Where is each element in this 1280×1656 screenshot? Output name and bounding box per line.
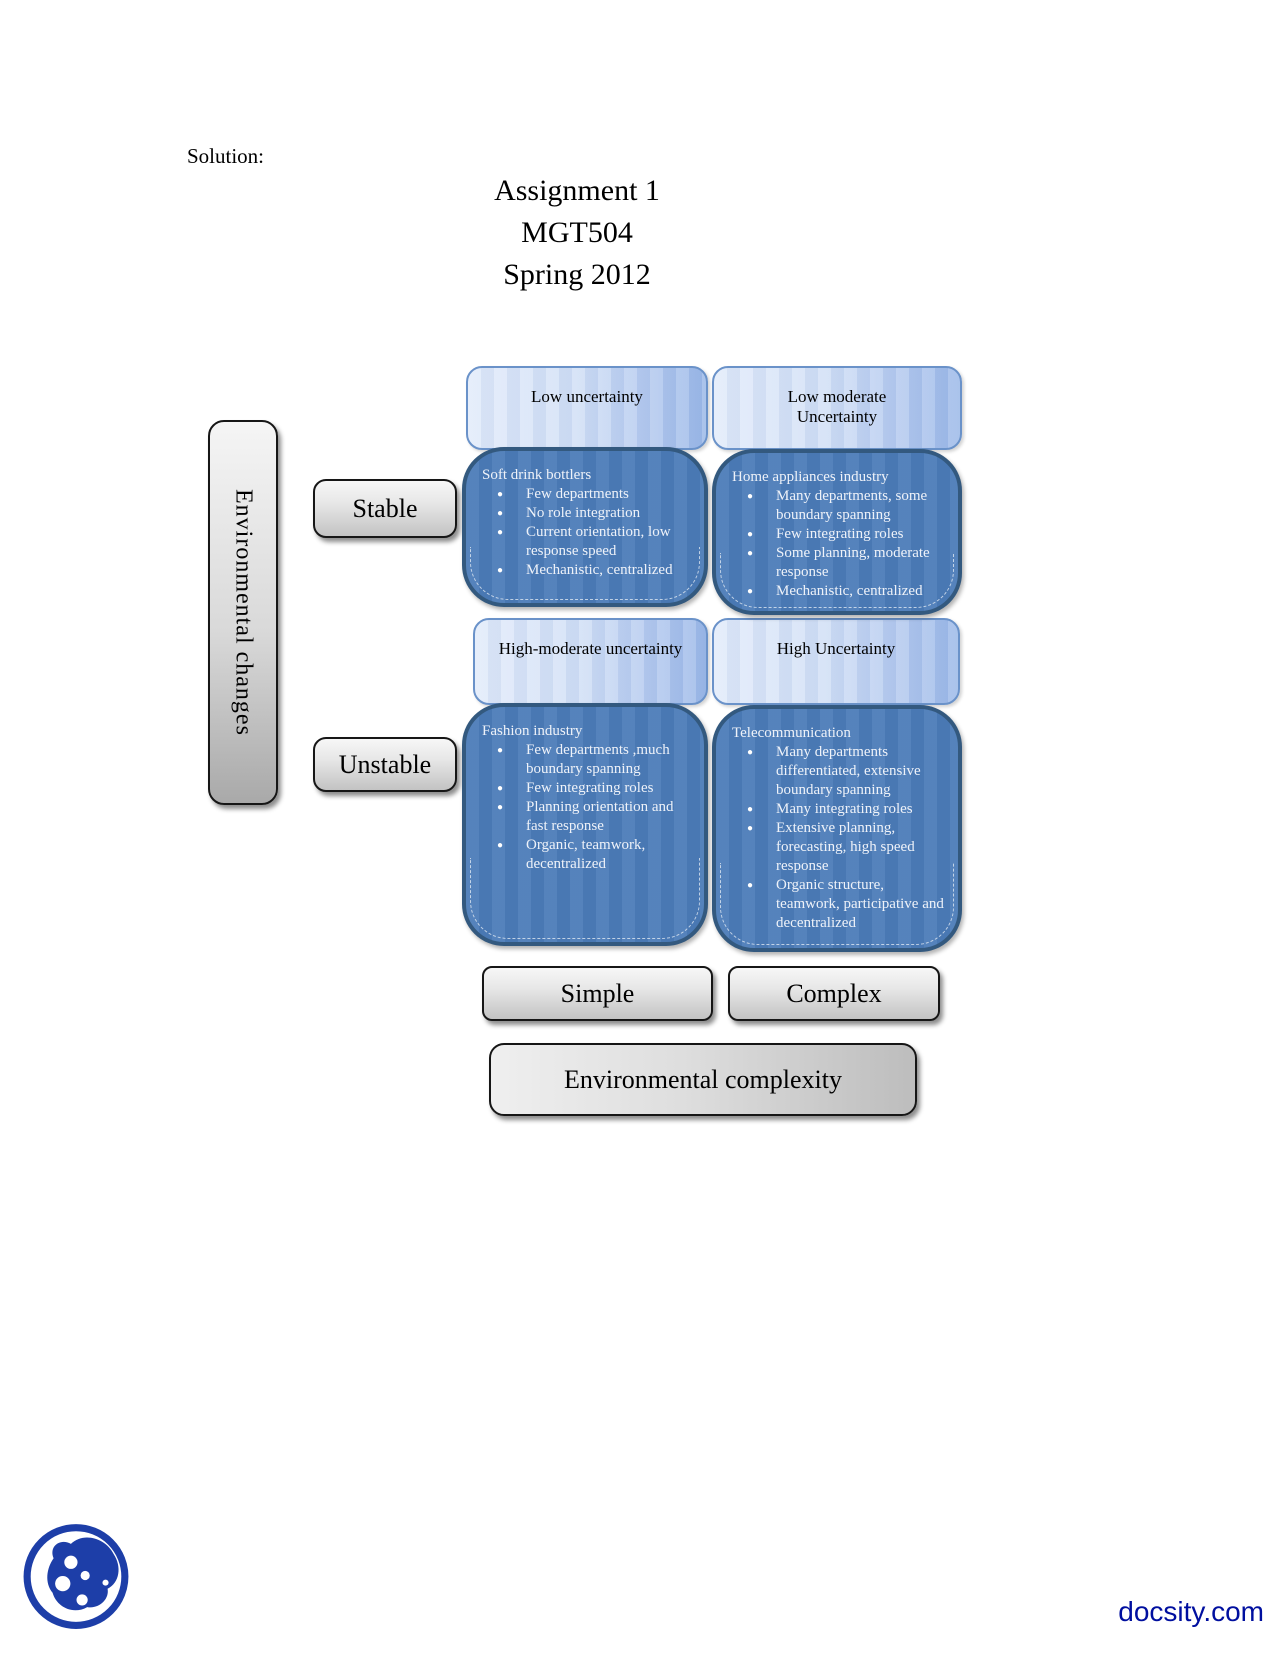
- y-axis-label-box: Environmental changes: [208, 420, 278, 805]
- bullet-item: Organic, teamwork, decentralized: [482, 836, 696, 874]
- quadrant-title: Home appliances industry: [732, 469, 889, 485]
- y-axis-unstable-box: Unstable: [313, 737, 457, 792]
- bullet-item: Many departments, some boundary spanning: [732, 487, 950, 525]
- bullet-item: Planning orientation and fast response: [482, 798, 696, 836]
- quadrant-bullet-list: Few departments No role integration Curr…: [482, 485, 696, 580]
- quadrant-content-telecommunication: Telecommunication Many departments diffe…: [712, 705, 962, 952]
- quadrant-header-label: Low uncertainty: [531, 387, 643, 406]
- quadrant-content-fashion-industry: Fashion industry Few departments ,much b…: [462, 703, 708, 946]
- quadrant-header-high-uncertainty: High Uncertainty: [712, 618, 960, 705]
- quadrant-content-home-appliances: Home appliances industry Many department…: [712, 449, 962, 615]
- bullet-item: Few integrating roles: [732, 525, 950, 544]
- x-axis-complex-box: Complex: [728, 966, 940, 1021]
- quadrant-header-low-moderate-uncertainty: Low moderate Uncertainty: [712, 366, 962, 450]
- quadrant-header-high-moderate-uncertainty: High-moderate uncertainty: [473, 618, 708, 705]
- quadrant-title: Telecommunication: [732, 725, 851, 741]
- bullet-item: Organic structure, teamwork, participati…: [732, 876, 950, 933]
- quadrant-header-label: High Uncertainty: [776, 639, 896, 658]
- bullet-item: Few departments: [482, 485, 696, 504]
- bullet-item: Mechanistic, centralized: [482, 561, 696, 580]
- bullet-item: Few integrating roles: [482, 779, 696, 798]
- title-line-3: Spring 2012: [503, 258, 651, 291]
- unstable-label: Unstable: [338, 749, 432, 779]
- x-axis-label-box: Environmental complexity: [489, 1043, 917, 1116]
- bullet-item: Current orientation, low response speed: [482, 523, 696, 561]
- x-axis-simple-box: Simple: [482, 966, 713, 1021]
- bullet-item: Some planning, moderate response: [732, 544, 950, 582]
- quadrant-header-low-uncertainty: Low uncertainty: [466, 366, 708, 450]
- title-line-2: MGT504: [521, 216, 633, 249]
- docsity-logo-icon: [23, 1524, 129, 1629]
- docsity-link[interactable]: docsity.com: [1118, 1596, 1264, 1627]
- quadrant-title: Soft drink bottlers: [482, 467, 592, 483]
- simple-label: Simple: [560, 978, 635, 1008]
- stable-label: Stable: [352, 493, 418, 523]
- y-axis-label: Environmental changes: [230, 489, 257, 736]
- x-axis-label: Environmental complexity: [564, 1064, 842, 1094]
- bullet-item: Many integrating roles: [732, 800, 950, 819]
- complex-label: Complex: [786, 978, 882, 1008]
- quadrant-bullet-list: Many departments, some boundary spanning…: [732, 487, 950, 601]
- document-title: Assignment 1 MGT504 Spring 2012: [0, 170, 1154, 296]
- quadrant-header-label: Low moderate Uncertainty: [787, 387, 887, 426]
- bullet-item: Mechanistic, centralized: [732, 582, 950, 601]
- bullet-item: Few departments ,much boundary spanning: [482, 741, 696, 779]
- quadrant-content-soft-drink-bottlers: Soft drink bottlers Few departments No r…: [462, 447, 708, 607]
- solution-label: Solution:: [187, 144, 265, 168]
- quadrant-bullet-list: Many departments differentiated, extensi…: [732, 743, 950, 933]
- quadrant-bullet-list: Few departments ,much boundary spanning …: [482, 741, 696, 874]
- bullet-item: Extensive planning, forecasting, high sp…: [732, 819, 950, 876]
- bullet-item: No role integration: [482, 504, 696, 523]
- quadrant-title: Fashion industry: [482, 723, 583, 739]
- y-axis-stable-box: Stable: [313, 479, 457, 538]
- quadrant-header-label: High-moderate uncertainty: [498, 639, 683, 658]
- bullet-item: Many departments differentiated, extensi…: [732, 743, 950, 800]
- title-line-1: Assignment 1: [494, 174, 660, 207]
